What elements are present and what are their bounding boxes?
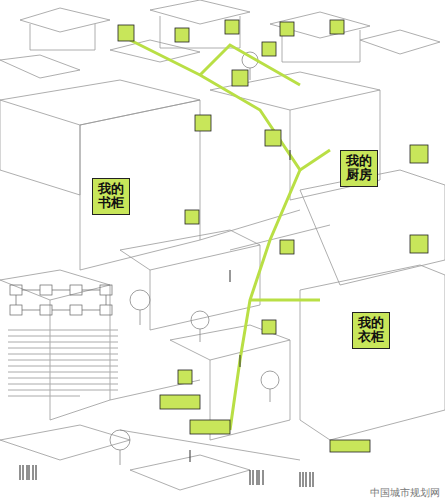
sign-text: 我的书柜 <box>97 182 124 211</box>
green-sign-box: 我的书柜 <box>92 178 130 215</box>
sign-text: 我的衣柜 <box>357 316 384 345</box>
green-sign-box: 我的厨房 <box>340 150 378 187</box>
green-sign-box: 我的衣柜 <box>352 312 390 349</box>
watermark: 中国城市规划网 <box>370 486 440 500</box>
sign-text: 我的厨房 <box>345 154 372 183</box>
